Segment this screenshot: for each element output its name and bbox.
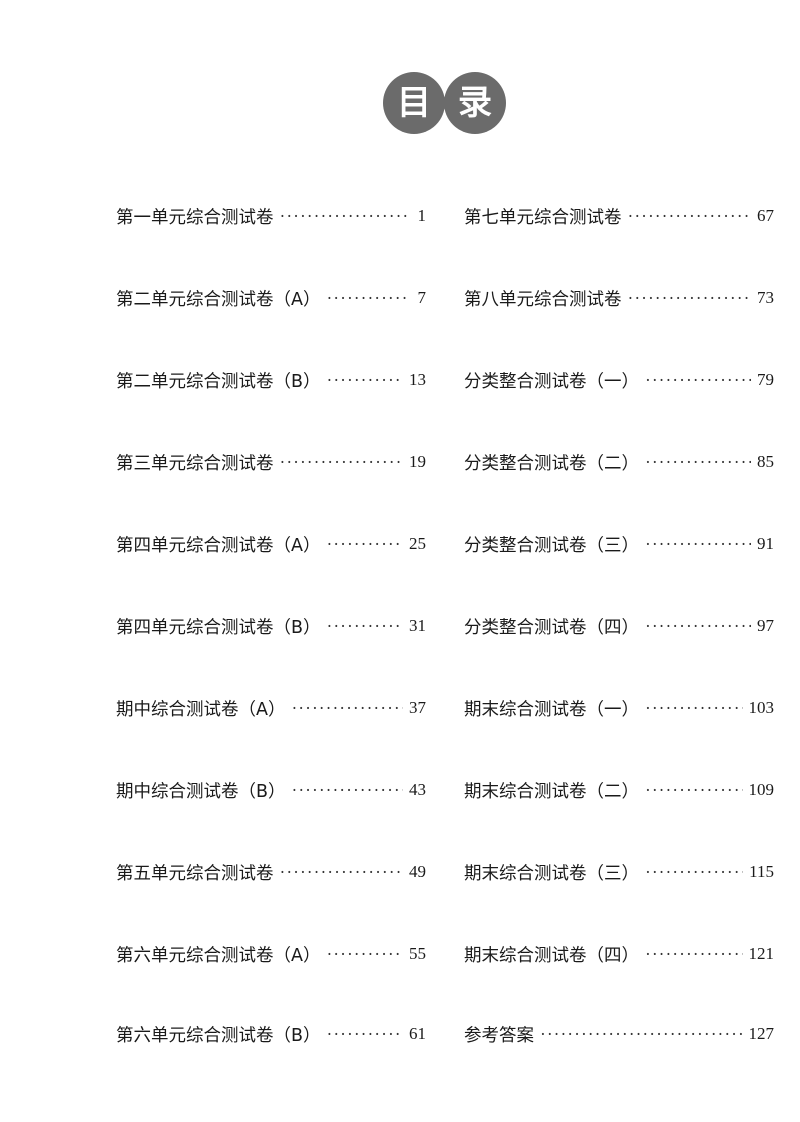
leader-dots bbox=[645, 369, 751, 391]
toc-entry-page: 97 bbox=[757, 616, 774, 635]
toc-entry[interactable]: 第一单元综合测试卷 1 bbox=[116, 202, 426, 230]
toc-entry[interactable]: 期中综合测试卷（B） 43 bbox=[116, 776, 426, 804]
toc-entry-label: 第二单元综合测试卷（B） bbox=[116, 371, 321, 392]
title-char-lu: 录 bbox=[444, 72, 506, 134]
toc-entry-page: 61 bbox=[409, 1024, 426, 1043]
toc-entry-label: 第四单元综合测试卷（A） bbox=[116, 535, 321, 556]
toc-entry-page: 1 bbox=[417, 206, 427, 225]
toc-entry-page: 85 bbox=[757, 452, 774, 471]
toc-entry-page: 25 bbox=[409, 534, 426, 553]
toc-entry-label: 期中综合测试卷（B） bbox=[116, 781, 286, 802]
toc-entry-page: 91 bbox=[757, 534, 774, 553]
toc-entry-label: 分类整合测试卷（四） bbox=[464, 617, 639, 638]
leader-dots bbox=[645, 861, 743, 883]
toc-entry[interactable]: 第二单元综合测试卷（A） 7 bbox=[116, 284, 426, 312]
toc-entry-label: 期末综合测试卷（二） bbox=[464, 781, 639, 802]
toc-entry[interactable]: 期末综合测试卷（三） 115 bbox=[464, 858, 774, 886]
toc-entry-page: 73 bbox=[757, 288, 774, 307]
toc-entry[interactable]: 分类整合测试卷（二） 85 bbox=[464, 448, 774, 476]
toc-entry-page: 121 bbox=[748, 944, 775, 963]
toc-entry-page: 43 bbox=[409, 780, 426, 799]
toc-entry[interactable]: 期末综合测试卷（二） 109 bbox=[464, 776, 774, 804]
leader-dots bbox=[326, 943, 403, 965]
toc-entry-label: 第七单元综合测试卷 bbox=[464, 207, 622, 228]
toc-entry-label: 第六单元综合测试卷（A） bbox=[116, 945, 321, 966]
toc-entry-label: 第二单元综合测试卷（A） bbox=[116, 289, 321, 310]
toc-entry[interactable]: 分类整合测试卷（一） 79 bbox=[464, 366, 774, 394]
toc-entry-page: 31 bbox=[409, 616, 426, 635]
leader-dots bbox=[628, 205, 752, 227]
toc-entry-page: 49 bbox=[409, 862, 426, 881]
leader-dots bbox=[645, 943, 743, 965]
toc-entry[interactable]: 第六单元综合测试卷（B） 61 bbox=[116, 1020, 426, 1048]
toc-entry-label: 分类整合测试卷（一） bbox=[464, 371, 639, 392]
toc-entry-label: 参考答案 bbox=[464, 1025, 534, 1046]
toc-entry[interactable]: 分类整合测试卷（三） 91 bbox=[464, 530, 774, 558]
toc-entry-label: 第一单元综合测试卷 bbox=[116, 207, 274, 228]
toc-entry-label: 第八单元综合测试卷 bbox=[464, 289, 622, 310]
toc-entry-page: 127 bbox=[748, 1024, 775, 1043]
toc-entry[interactable]: 参考答案 127 bbox=[464, 1020, 774, 1048]
leader-dots bbox=[645, 533, 751, 555]
toc-entry-page: 67 bbox=[757, 206, 774, 225]
leader-dots bbox=[645, 697, 743, 719]
toc-entry-page: 79 bbox=[757, 370, 774, 389]
leader-dots bbox=[540, 1023, 743, 1045]
leader-dots bbox=[326, 533, 403, 555]
leader-dots bbox=[327, 1023, 403, 1045]
toc-entry[interactable]: 第六单元综合测试卷（A） 55 bbox=[116, 940, 426, 968]
toc-entry[interactable]: 第八单元综合测试卷 73 bbox=[464, 284, 774, 312]
toc-entry[interactable]: 第二单元综合测试卷（B） 13 bbox=[116, 366, 426, 394]
leader-dots bbox=[327, 615, 403, 637]
toc-title: 目 录 bbox=[0, 72, 800, 134]
toc-entry-label: 第六单元综合测试卷（B） bbox=[116, 1025, 321, 1046]
toc-entry-page: 109 bbox=[748, 780, 775, 799]
toc-entry-label: 期中综合测试卷（A） bbox=[116, 699, 286, 720]
leader-dots bbox=[628, 287, 752, 309]
leader-dots bbox=[327, 369, 403, 391]
toc-entry[interactable]: 第五单元综合测试卷 49 bbox=[116, 858, 426, 886]
leader-dots bbox=[292, 779, 403, 801]
toc-entry[interactable]: 期中综合测试卷（A） 37 bbox=[116, 694, 426, 722]
toc-entry[interactable]: 分类整合测试卷（四） 97 bbox=[464, 612, 774, 640]
toc-entry[interactable]: 第三单元综合测试卷 19 bbox=[116, 448, 426, 476]
title-char-mu: 目 bbox=[383, 72, 445, 134]
leader-dots bbox=[645, 451, 751, 473]
toc-entry[interactable]: 第四单元综合测试卷（A） 25 bbox=[116, 530, 426, 558]
toc-entry-label: 分类整合测试卷（三） bbox=[464, 535, 639, 556]
leader-dots bbox=[645, 615, 751, 637]
leader-dots bbox=[280, 451, 404, 473]
leader-dots bbox=[280, 861, 404, 883]
toc-entry-label: 第三单元综合测试卷 bbox=[116, 453, 274, 474]
leader-dots bbox=[326, 287, 408, 309]
leader-dots bbox=[645, 779, 743, 801]
toc-entry-label: 第四单元综合测试卷（B） bbox=[116, 617, 321, 638]
toc-entry-label: 第五单元综合测试卷 bbox=[116, 863, 274, 884]
toc-entry[interactable]: 期末综合测试卷（一） 103 bbox=[464, 694, 774, 722]
toc-entry-page: 13 bbox=[409, 370, 426, 389]
toc-entry-label: 分类整合测试卷（二） bbox=[464, 453, 639, 474]
toc-entry-label: 期末综合测试卷（三） bbox=[464, 863, 639, 884]
toc-entry-label: 期末综合测试卷（一） bbox=[464, 699, 639, 720]
toc-entry[interactable]: 第七单元综合测试卷 67 bbox=[464, 202, 774, 230]
toc-entry[interactable]: 期末综合测试卷（四） 121 bbox=[464, 940, 774, 968]
toc-entry[interactable]: 第四单元综合测试卷（B） 31 bbox=[116, 612, 426, 640]
toc-entry-page: 115 bbox=[749, 862, 774, 881]
leader-dots bbox=[291, 697, 403, 719]
toc-entry-page: 55 bbox=[409, 944, 426, 963]
toc-entry-page: 7 bbox=[417, 288, 427, 307]
toc-entry-page: 37 bbox=[409, 698, 426, 717]
toc-entry-label: 期末综合测试卷（四） bbox=[464, 945, 639, 966]
toc-entry-page: 19 bbox=[409, 452, 426, 471]
leader-dots bbox=[280, 205, 409, 227]
toc-entry-page: 103 bbox=[748, 698, 775, 717]
